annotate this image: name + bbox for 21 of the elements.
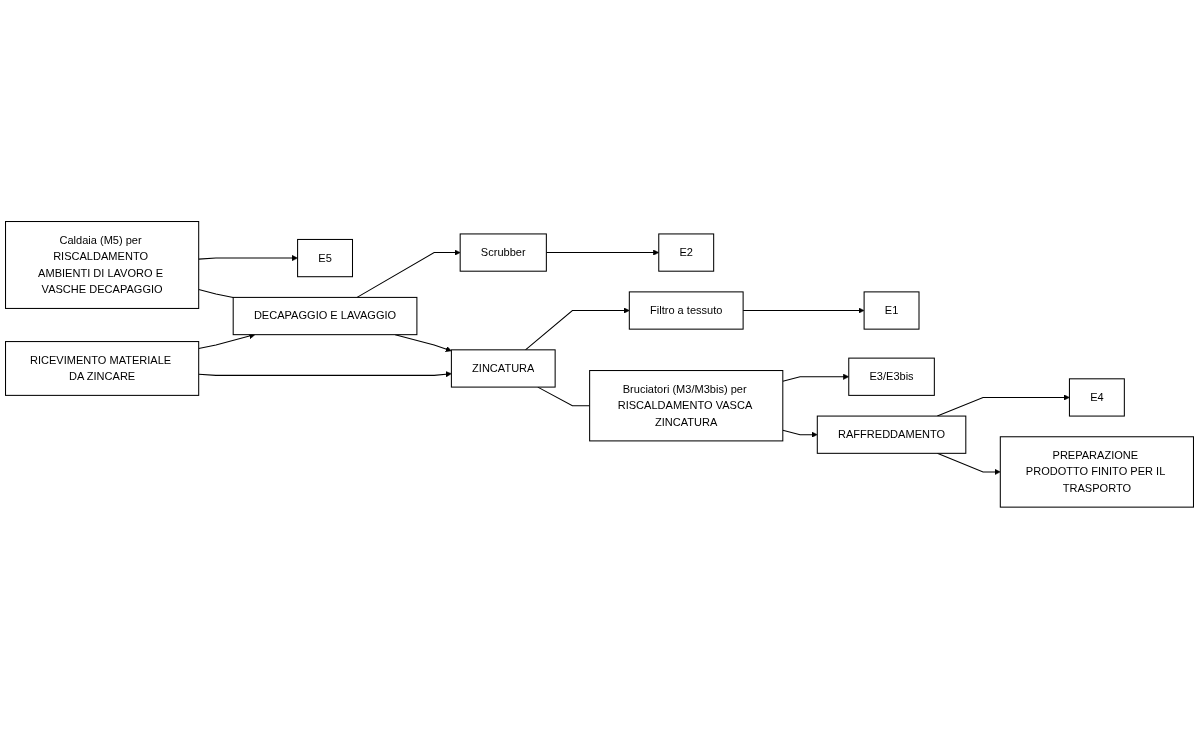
arrow xyxy=(198,371,452,378)
node-box: Caldaia (M5) per RISCALDAMENTO AMBIENTI DI LAVORO E VASCHE DECAPAGGIO xyxy=(5,221,200,310)
arrow xyxy=(356,249,461,299)
connector xyxy=(198,289,234,299)
node-box: E4 xyxy=(1068,378,1125,417)
arrow xyxy=(524,307,630,351)
node-box: PREPARAZIONE PRODOTTO FINITO PER IL TRASPORTO xyxy=(999,436,1194,508)
node-box: DECAPAGGIO E LAVAGGIO xyxy=(232,297,418,336)
arrow xyxy=(198,333,256,350)
node-box: RICEVIMENTO MATERIALE DA ZINCARE xyxy=(5,341,200,397)
node-box: RAFFREDDAMENTO xyxy=(816,415,967,454)
node-box: E3/E3bis xyxy=(848,357,935,397)
node-box: ZINCATURA xyxy=(450,349,556,388)
arrow xyxy=(198,255,298,262)
node-box: Bruciatori (M3/M3bis) per RISCALDAMENTO VASCA ZINCATURA xyxy=(589,370,784,442)
node-box: Filtro a tessuto xyxy=(628,291,744,330)
node-box: E1 xyxy=(863,291,920,330)
node-box: Scrubber xyxy=(459,233,547,272)
node-box: E5 xyxy=(297,239,353,278)
arrow xyxy=(782,429,818,438)
node-box: E2 xyxy=(658,233,715,272)
